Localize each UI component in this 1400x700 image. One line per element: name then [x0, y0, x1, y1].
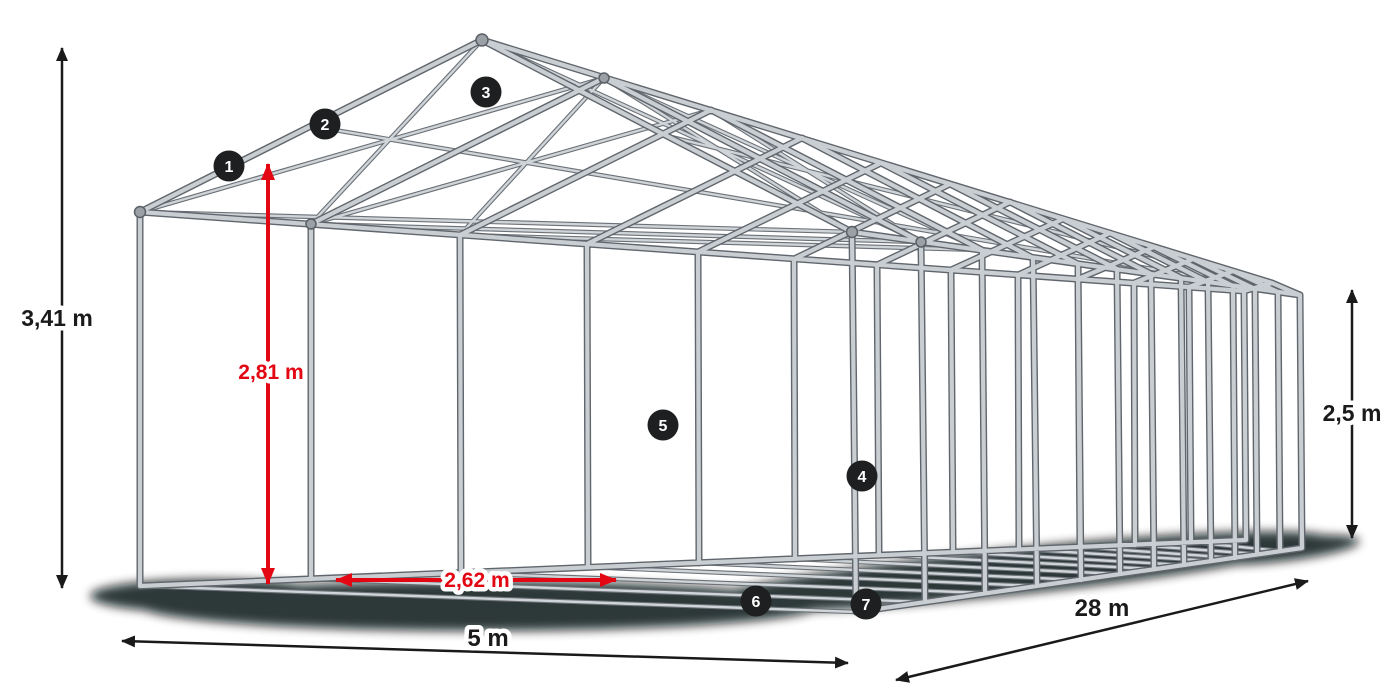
inner-height-label: 2,81 m: [238, 361, 303, 384]
marker-2-number: 2: [321, 117, 330, 134]
dimension-side-height: 2,5 m: [1318, 289, 1386, 539]
side-height-label: 2,5 m: [1323, 400, 1382, 426]
marker-1-number: 1: [225, 159, 234, 176]
dimension-entrance-width: 2,62 m: [335, 565, 617, 597]
marker-7-number: 7: [862, 597, 871, 614]
marker-badge-4: 4: [846, 460, 878, 492]
length-label: 28 m: [1075, 595, 1130, 622]
dimension-inner-height: 2,81 m: [234, 163, 308, 585]
frame-joints: [133, 33, 927, 248]
marker-badge-6: 6: [740, 585, 772, 617]
marker-badge-2: 2: [309, 108, 341, 140]
dimension-total-height: 3,41 m: [17, 47, 97, 589]
marker-4-number: 4: [858, 469, 867, 486]
marker-3-number: 3: [482, 85, 491, 102]
marker-badge-5: 5: [647, 409, 679, 441]
dimension-length: 28 m: [895, 578, 1309, 683]
dimension-front-width: 5 m: [121, 621, 849, 669]
entrance-width-label: 2,62 m: [444, 569, 509, 592]
marker-6-number: 6: [752, 594, 761, 611]
marker-5-number: 5: [659, 418, 668, 435]
front-width-label: 5 m: [467, 625, 508, 652]
total-height-label: 3,41 m: [21, 305, 93, 331]
marker-badge-7: 7: [850, 588, 882, 620]
marker-badge-3: 3: [470, 76, 502, 108]
marker-badge-1: 1: [213, 150, 245, 182]
